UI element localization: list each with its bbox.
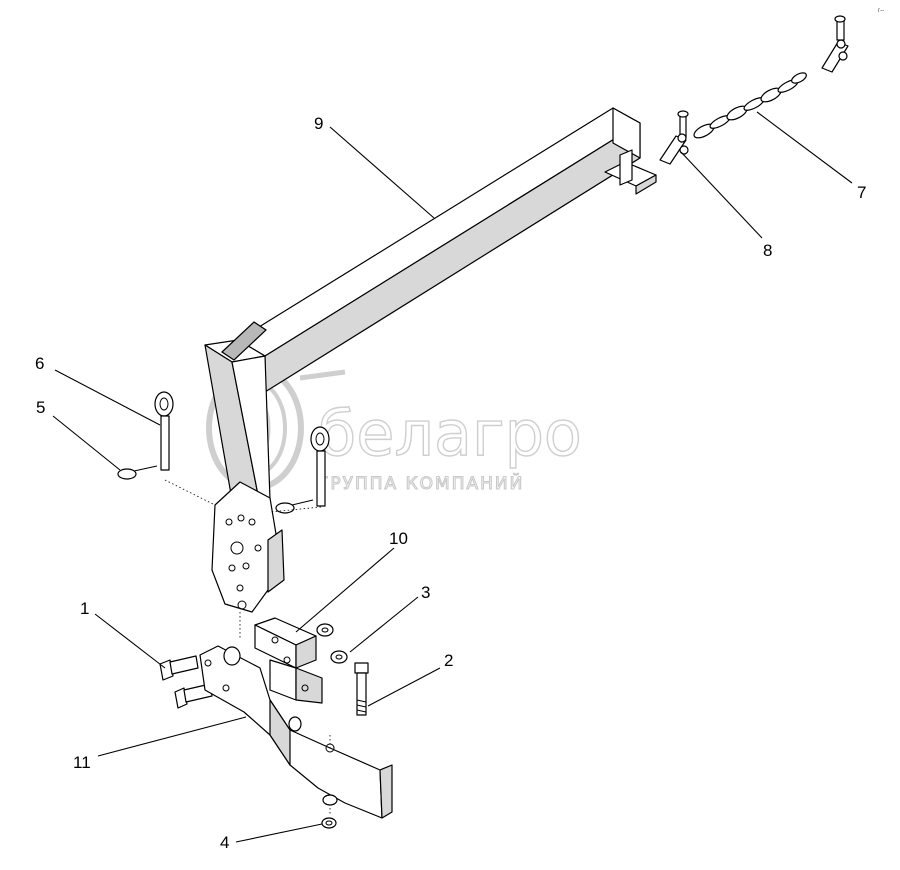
mount-hole <box>237 600 247 610</box>
watermark-logo: белагро ГРУППА КОМПАНИЙ <box>206 365 583 495</box>
lock-pin-right <box>310 426 330 507</box>
chain-shackle-top <box>821 15 849 73</box>
watermark-subtitle: ГРУППА КОМПАНИЙ <box>318 472 524 494</box>
mount-hole <box>248 518 256 526</box>
bolt-upper <box>159 655 199 681</box>
callout-1: 1 <box>80 599 89 618</box>
callout-4: 4 <box>220 833 229 852</box>
leader-lines <box>52 111 853 843</box>
mount-hole <box>237 514 245 522</box>
callout-7: 7 <box>857 183 866 202</box>
spring-clip-right <box>275 499 314 514</box>
callout-9: 9 <box>314 114 323 133</box>
callout-6: 6 <box>35 354 44 373</box>
corner-mark: г-- <box>878 8 884 14</box>
spring-clip-left <box>117 465 158 480</box>
mount-hole <box>230 541 244 555</box>
frame-bar <box>204 107 657 613</box>
mount-hole <box>242 562 250 570</box>
nut-bottom <box>321 817 337 829</box>
mount-hole <box>228 564 236 572</box>
callout-11: 11 <box>73 753 91 772</box>
mount-hole <box>254 544 262 552</box>
callout-8: 8 <box>763 241 772 260</box>
mounting-block <box>254 617 323 704</box>
block-hole <box>271 636 279 644</box>
hitch-bracket <box>199 645 393 819</box>
mount-hole <box>225 518 233 526</box>
callout-3: 3 <box>421 583 430 602</box>
callout-5: 5 <box>36 398 45 417</box>
callout-2: 2 <box>444 651 453 670</box>
block-hole <box>283 656 291 664</box>
bracket-hole <box>325 743 335 753</box>
nut-upper <box>316 623 334 637</box>
watermark-brand: белагро <box>318 397 582 470</box>
callout-10: 10 <box>389 529 408 548</box>
bracket-hole <box>222 684 230 692</box>
lock-pin-left <box>154 391 174 471</box>
long-bolt <box>354 662 369 716</box>
mount-hole <box>236 584 244 592</box>
safety-chain <box>693 72 807 139</box>
block-hole <box>301 684 309 692</box>
shackle <box>659 110 689 165</box>
nut-lower <box>330 650 348 664</box>
bracket-hole <box>204 659 212 667</box>
